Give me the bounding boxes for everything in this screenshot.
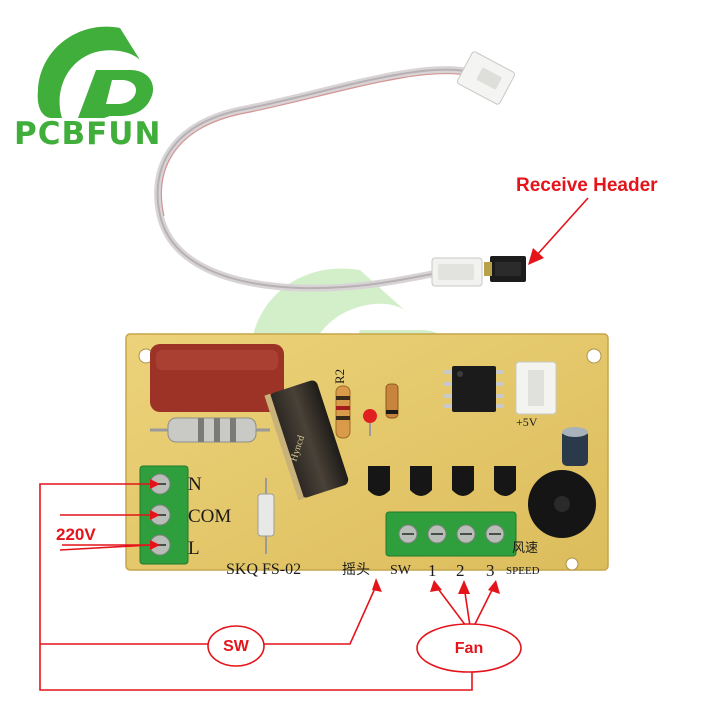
brand-name: PCBFUN	[14, 116, 162, 152]
wire-fan-3	[473, 585, 495, 627]
x-capacitor	[150, 344, 284, 412]
ic-chip	[444, 366, 504, 412]
terminal-com-label: COM	[188, 506, 231, 527]
top-white-connector	[456, 51, 516, 105]
speed-silk-label: SPEED	[506, 565, 540, 577]
terminal-l-label: L	[188, 538, 200, 559]
fan-bubble	[416, 623, 522, 673]
wiring-lines	[39, 483, 495, 691]
cable-end-connector	[431, 257, 483, 287]
pcbfun-logo-icon	[37, 26, 154, 118]
resistor-r2	[335, 385, 351, 439]
voltage-label: 220V	[56, 525, 96, 544]
wire-fan-1	[435, 585, 467, 627]
arrow-fan-3-icon	[488, 580, 500, 594]
arrow-sw-icon	[372, 578, 382, 592]
wire-sw-right	[264, 585, 377, 645]
model-label: SKQ FS-02	[226, 561, 301, 578]
swing-label: 摇头	[342, 562, 370, 578]
three-pin-header	[515, 361, 557, 415]
sw-silk-label: SW	[390, 563, 412, 578]
arrow-fan-2-icon	[458, 580, 470, 594]
transistor-q1	[368, 466, 390, 496]
buzzer	[528, 470, 596, 538]
fan-bubble-label: Fan	[454, 640, 484, 657]
power-resistor	[150, 417, 270, 443]
arrow-n-icon	[150, 479, 160, 489]
terminal-n-label: N	[188, 474, 202, 495]
r2-label: R2	[332, 369, 347, 384]
red-led	[363, 409, 377, 436]
arrow-l-icon	[150, 540, 160, 550]
speed-terminal-block	[385, 511, 517, 557]
sw-bubble	[207, 625, 265, 667]
plus5v-label: +5V	[516, 415, 538, 429]
transistor-q3	[452, 466, 474, 496]
transistor-q4	[494, 466, 516, 496]
receive-header-arrow	[528, 197, 589, 265]
receive-header-label: Receive Header	[516, 175, 658, 196]
sw-bubble-label: SW	[223, 638, 249, 655]
glass-fuse	[257, 478, 275, 554]
transistor-q2	[410, 466, 432, 496]
electrolytic-capacitor	[264, 380, 349, 501]
receive-header-component	[484, 256, 526, 282]
small-capacitor	[562, 427, 588, 466]
arrow-fan-1-icon	[430, 580, 442, 592]
wind-speed-label: 风速	[512, 541, 538, 556]
speed-1-label: 1	[428, 561, 437, 580]
ribbon-cable	[154, 66, 474, 292]
diode-d3	[385, 383, 399, 419]
speed-3-label: 3	[486, 561, 495, 580]
arrow-com-icon	[150, 510, 160, 520]
speed-2-label: 2	[456, 561, 465, 580]
wire-n	[39, 483, 473, 691]
